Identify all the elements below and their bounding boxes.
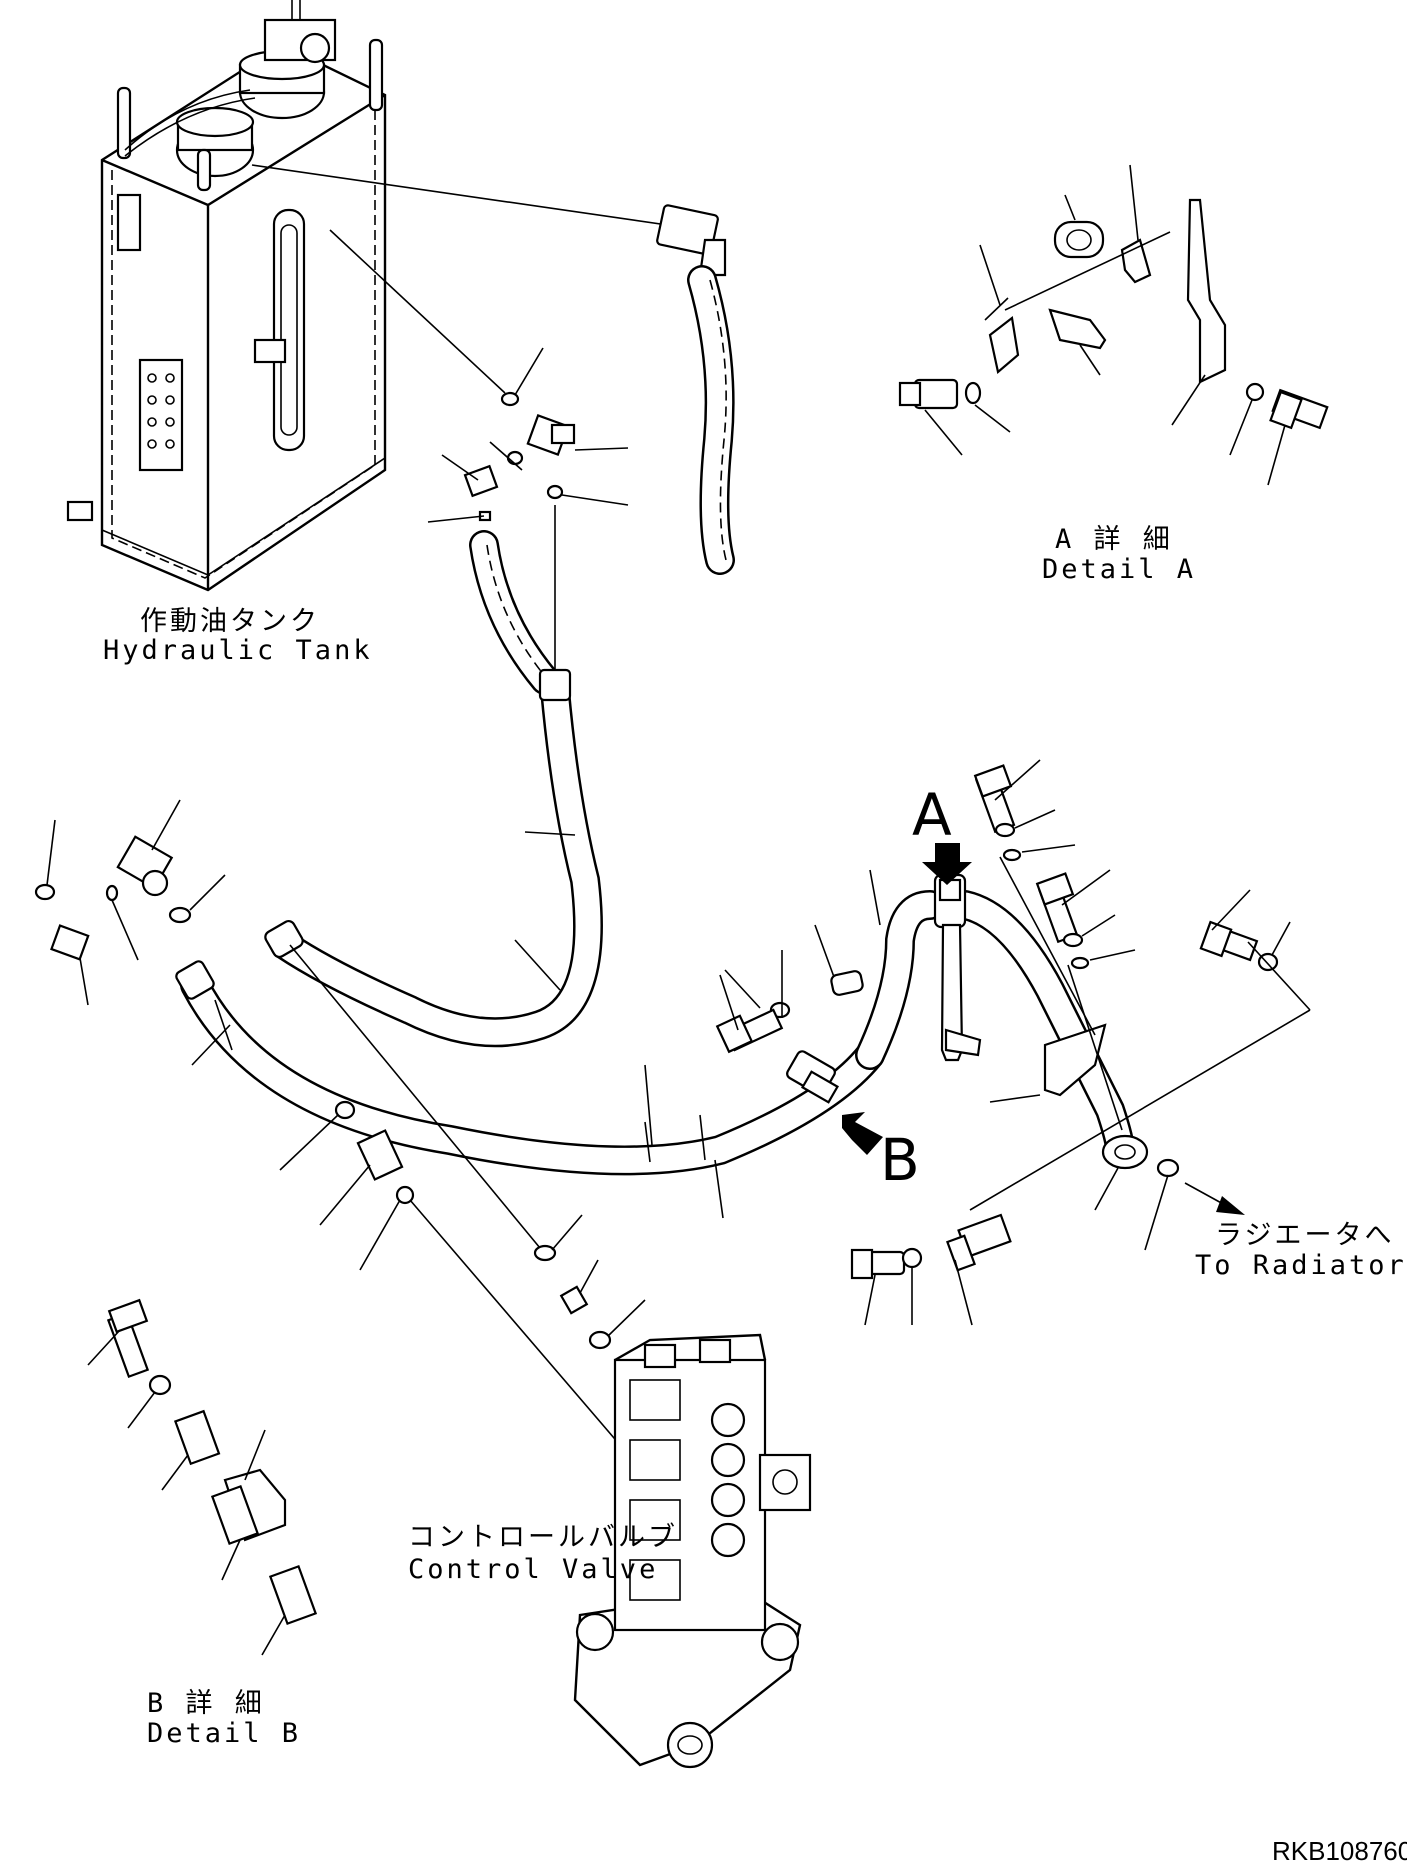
radiator-bracket [850, 1213, 1012, 1326]
view-b-arrow [842, 1112, 883, 1155]
clamp-a [933, 873, 982, 1062]
clamp-b [786, 1050, 839, 1104]
detail-a-label-jp: A 詳 細 [1055, 524, 1173, 555]
view-a-arrow [922, 843, 972, 885]
control-valve [573, 1333, 812, 1769]
to-radiator-label-en: To Radiator [1195, 1250, 1407, 1281]
hose-leaders [514, 831, 881, 1219]
view-b-label: B [880, 1126, 920, 1194]
right-bolts [969, 759, 1311, 1251]
hoses [175, 668, 1149, 1176]
control-valve-label-jp: コントロールバルブ [408, 1522, 678, 1553]
clip-bolt-b [715, 950, 864, 1054]
to-radiator-label-jp: ラジエータへ [1215, 1220, 1394, 1251]
view-a-label: A [912, 781, 952, 849]
drawing-code: RKB108760 [1272, 1836, 1407, 1865]
suction-hose [469, 265, 735, 695]
hydraulic-tank [66, 0, 387, 592]
detail-b-label-jp: B 詳 細 [147, 1688, 265, 1719]
detail-a-label-en: Detail A [1042, 554, 1196, 585]
control-valve-label-en: Control Valve [408, 1554, 658, 1585]
hydraulic-tank-label-en: Hydraulic Tank [103, 635, 373, 666]
to-radiator-arrow [1184, 1182, 1245, 1215]
hydraulic-tank-label-jp: 作動油タンク [140, 606, 320, 637]
detail-b-label-en: Detail B [147, 1718, 301, 1749]
left-fittings [34, 799, 226, 1006]
center-fittings [191, 944, 646, 1446]
detail-b-drawing [87, 1298, 318, 1656]
tank-fittings [251, 164, 727, 523]
detail-a-drawing [898, 164, 1329, 486]
